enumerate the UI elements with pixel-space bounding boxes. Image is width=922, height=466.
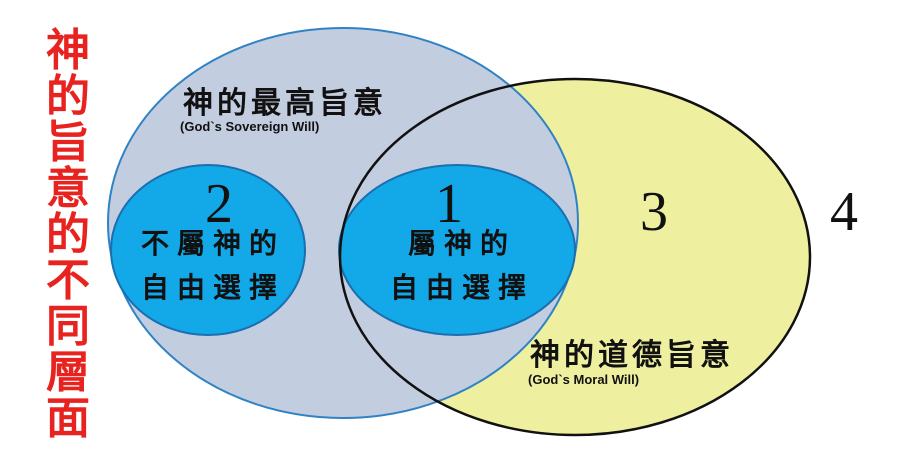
moral-will-outline xyxy=(338,77,812,437)
region-2-line2: 自由選擇 xyxy=(140,271,285,304)
region-3-number: 3 xyxy=(640,181,668,243)
moral-will-label: 神的道德旨意 xyxy=(530,338,734,373)
region-4-number: 4 xyxy=(830,181,858,243)
region-2-number: 2 xyxy=(205,173,233,235)
diagram-title: 神的旨意的不同層面 xyxy=(46,25,90,444)
non-godly-choice-ellipse xyxy=(110,164,306,336)
region-1-label: 屬神的 自由選擇 xyxy=(372,222,552,310)
sovereign-will-english: (God`s Sovereign Will) xyxy=(180,119,320,134)
region-1-line1: 屬神的 xyxy=(407,227,516,260)
sovereign-will-label: 神的最高旨意 xyxy=(183,86,387,121)
region-2-label: 不屬神的 自由選擇 xyxy=(128,222,298,310)
region-1-number: 1 xyxy=(435,173,463,235)
region-2-line1: 不屬神的 xyxy=(140,227,285,260)
region-1-line2: 自由選擇 xyxy=(389,271,534,304)
moral-will-english: (God`s Moral Will) xyxy=(528,372,640,387)
